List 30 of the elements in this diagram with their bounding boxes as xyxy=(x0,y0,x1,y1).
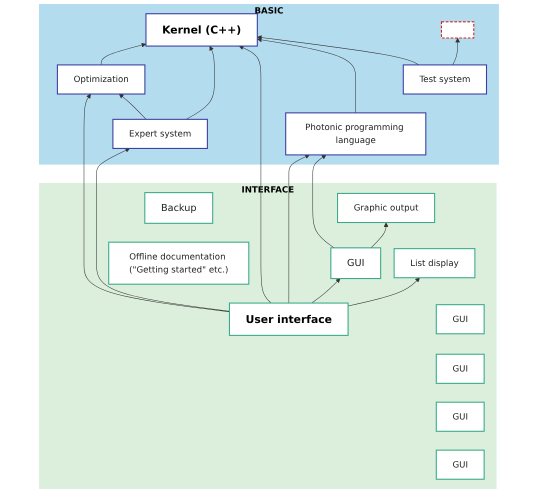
node-box: GUI xyxy=(435,450,484,480)
node-box: GUI xyxy=(435,304,484,334)
arrow xyxy=(185,46,214,120)
node-box: Offline documentation ("Getting started" etc.) xyxy=(108,242,249,285)
arrow xyxy=(452,38,460,66)
node-box: Expert system xyxy=(112,118,208,149)
node-box: Kernel (C++) xyxy=(144,13,258,47)
node-box: Graphic output xyxy=(336,192,435,224)
node-box: User interface xyxy=(228,302,348,336)
node-box: Test system xyxy=(402,64,487,95)
node-box: Photonic programming language xyxy=(284,112,426,156)
arrow xyxy=(370,222,388,248)
arrow xyxy=(256,35,419,66)
arrow xyxy=(118,94,146,120)
node-box xyxy=(440,21,474,39)
arrow xyxy=(256,38,356,114)
node-box: Backup xyxy=(144,192,213,224)
arrow xyxy=(347,278,420,306)
arrow xyxy=(96,148,230,312)
node-box: GUI xyxy=(330,247,381,280)
arrow xyxy=(83,94,230,312)
arrow xyxy=(312,154,334,248)
node-box: GUI xyxy=(435,402,484,432)
arrow xyxy=(288,154,310,304)
node-box: GUI xyxy=(435,354,484,384)
arrow xyxy=(310,278,340,304)
node-box: Optimization xyxy=(56,64,145,95)
arrow xyxy=(100,42,146,66)
node-box: List display xyxy=(393,248,475,278)
arrow xyxy=(238,46,271,304)
